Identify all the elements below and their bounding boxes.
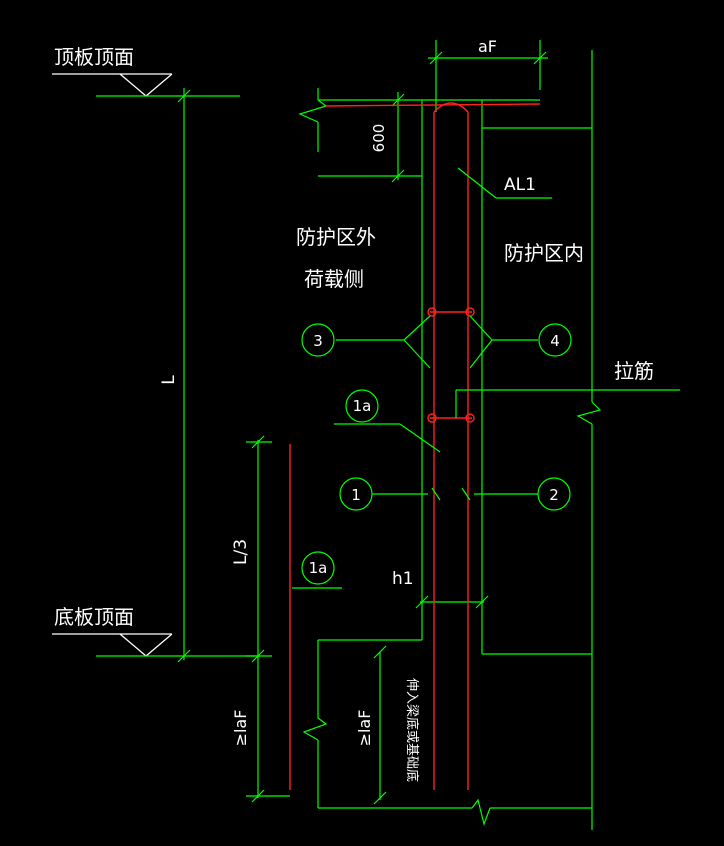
tie-bar-hooks (427, 307, 475, 423)
wall-AL1-label: AL1 (504, 175, 536, 195)
callout-1: 1 (339, 477, 373, 511)
callout-2: 2 (537, 477, 571, 511)
callout-3-label: 3 (313, 332, 323, 350)
wall-AL1-body (318, 50, 602, 830)
vertical-rebar (289, 102, 541, 790)
dimension-laF-middle (373, 645, 387, 805)
callout-1-label: 1 (351, 486, 361, 504)
dimension-L3-label: L/3 (231, 539, 251, 565)
callout-4-label: 4 (550, 332, 560, 350)
callout-1a-bottom: 1a (301, 551, 335, 585)
callout-1a-top-label: 1a (353, 397, 372, 415)
outside-protected-zone-label: 防护区外 (296, 225, 376, 249)
callout-leaders (292, 167, 680, 589)
bottom-slab-level-marker (52, 633, 260, 657)
callout-4: 4 (538, 323, 572, 357)
outer-wall-outline (298, 88, 592, 827)
dimension-laF-left-label: ≥laF (231, 710, 250, 747)
dimension-L3 (246, 435, 290, 803)
dimension-600-label: 600 (370, 124, 388, 153)
dimension-L (177, 88, 191, 663)
embed-note-label: 伸入梁底或基础底 (404, 678, 420, 782)
top-slab-level-marker (52, 73, 240, 97)
callout-3: 3 (301, 323, 335, 357)
callout-2-label: 2 (549, 486, 559, 504)
bottom-slab-label: 底板顶面 (54, 605, 134, 629)
dimension-laF-middle-label: ≥laF (355, 710, 374, 747)
dimension-aF-label: aF (478, 37, 497, 56)
load-side-label: 荷载侧 (304, 267, 364, 291)
dimension-h1-label: h1 (392, 569, 414, 589)
dimension-L-label: L (159, 375, 179, 385)
inside-protected-zone-label: 防护区内 (504, 241, 584, 265)
callout-1a-top: 1a (345, 389, 379, 423)
top-slab-label: 顶板顶面 (54, 45, 134, 69)
tie-bar-label: 拉筋 (614, 359, 654, 383)
dimension-h1 (415, 595, 489, 609)
callout-1a-bottom-label: 1a (309, 559, 328, 577)
dimension-aF (428, 40, 548, 112)
dimension-600 (391, 92, 405, 183)
